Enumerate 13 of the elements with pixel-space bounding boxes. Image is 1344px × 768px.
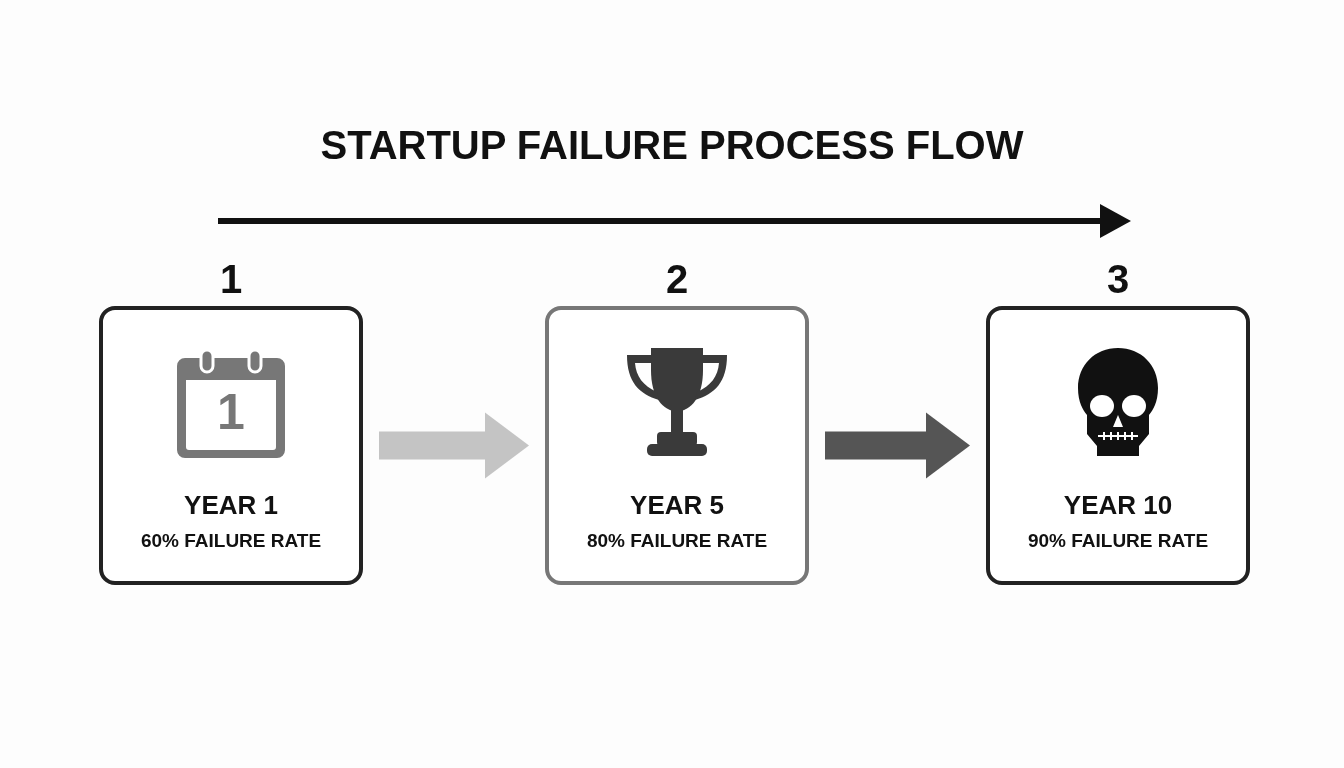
failure-rate-text: 60% FAILURE RATE bbox=[140, 530, 322, 552]
diagram-title: STARTUP FAILURE PROCESS FLOW bbox=[320, 122, 1024, 169]
arrow bbox=[379, 412, 529, 479]
step-number: 1 bbox=[219, 256, 243, 302]
failure-rate-text: 80% FAILURE RATE bbox=[586, 530, 768, 552]
failure-rate-text: 90% FAILURE RATE bbox=[1027, 530, 1209, 552]
year-heading: YEAR 10 bbox=[1063, 490, 1173, 520]
year-heading: YEAR 5 bbox=[630, 490, 724, 520]
year-heading: YEAR 1 bbox=[184, 490, 278, 520]
arrow bbox=[825, 412, 970, 479]
step-number: 3 bbox=[1106, 256, 1130, 302]
step-number: 2 bbox=[665, 256, 689, 302]
calendar-date: 1 bbox=[217, 384, 245, 440]
